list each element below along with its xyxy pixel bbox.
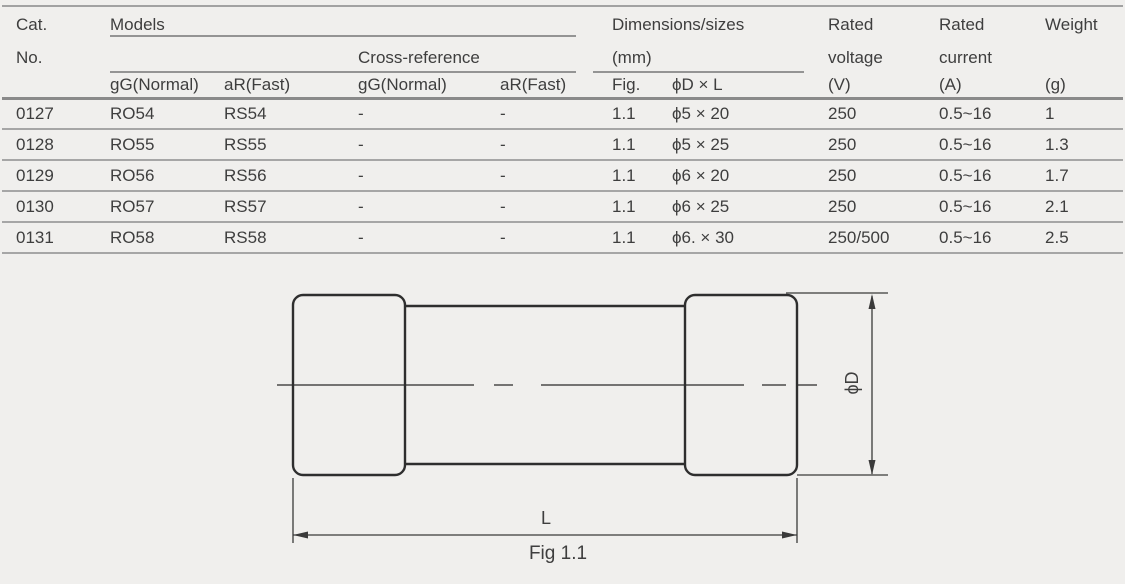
cell-xref-ar: - <box>500 129 612 161</box>
cell-dimensions: ϕ6 × 25 <box>672 191 829 223</box>
subheader-models-ar: aR(Fast) <box>224 72 358 100</box>
cell-xref-ar: - <box>500 160 612 192</box>
cell-fig: 1.1 <box>612 222 672 254</box>
cell-dimensions: ϕ6. × 30 <box>672 222 829 254</box>
cell-cat-no: 0128 <box>2 129 110 161</box>
cell-weight: 1.3 <box>1045 129 1124 161</box>
cell-voltage: 250 <box>828 160 940 192</box>
header-rated-voltage-2: voltage <box>828 48 883 67</box>
cell-fig: 1.1 <box>612 129 672 161</box>
header-dimensions-unit: (mm) <box>592 39 828 73</box>
cell-xref-ar: - <box>500 98 612 130</box>
subheader-fig: Fig. <box>612 72 672 100</box>
cell-model-gg: RO55 <box>110 129 224 161</box>
subheader-voltage-unit: (V) <box>828 72 940 100</box>
header-cat: Cat. <box>16 15 48 34</box>
header-row-2: No. Cross-reference (mm) voltage current <box>2 39 1123 73</box>
header-models-group: Models <box>110 6 612 39</box>
cell-voltage: 250/500 <box>828 222 940 254</box>
cell-model-gg: RO56 <box>110 160 224 192</box>
header-rated-voltage: Rated <box>828 15 874 34</box>
cell-model-ar: RS58 <box>224 222 358 254</box>
length-arrow-left <box>293 531 308 539</box>
cell-model-gg: RO54 <box>110 98 224 130</box>
subheader-xref-ar: aR(Fast) <box>500 72 612 100</box>
diameter-extension-lines <box>786 292 888 476</box>
table-body: 0127 RO54 RS54 - - 1.1 ϕ5 × 20 250 0.5~1… <box>2 98 1124 254</box>
fuse-right-cap <box>683 293 799 477</box>
cell-current: 0.5~16 <box>939 129 1046 161</box>
cell-model-ar: RS57 <box>224 191 358 223</box>
table-header: Cat. Models Dimensions/sizes Rated Rated… <box>2 6 1124 100</box>
cell-weight: 1 <box>1045 98 1124 130</box>
subheader-weight-unit: (g) <box>1045 72 1124 100</box>
cell-xref-gg: - <box>358 129 500 161</box>
cell-xref-ar: - <box>500 222 612 254</box>
cell-model-gg: RO58 <box>110 222 224 254</box>
subheader-xref-gg: gG(Normal) <box>358 72 500 100</box>
header-models-spacer <box>110 39 358 73</box>
cell-fig: 1.1 <box>612 160 672 192</box>
table-row: 0129 RO56 RS56 - - 1.1 ϕ6 × 20 250 0.5~1… <box>2 160 1124 192</box>
cell-dimensions: ϕ6 × 20 <box>672 160 829 192</box>
diameter-arrow-up <box>868 294 876 309</box>
table-row: 0130 RO57 RS57 - - 1.1 ϕ6 × 25 250 0.5~1… <box>2 191 1124 223</box>
cell-cat-no: 0129 <box>2 160 110 192</box>
header-cat-spacer <box>2 72 110 100</box>
table-row: 0131 RO58 RS58 - - 1.1 ϕ6. × 30 250/500 … <box>2 222 1124 254</box>
length-label: L <box>541 508 551 528</box>
cell-fig: 1.1 <box>612 191 672 223</box>
cell-model-ar: RS56 <box>224 160 358 192</box>
cell-voltage: 250 <box>828 98 940 130</box>
figure-caption: Fig 1.1 <box>529 543 587 564</box>
cell-weight: 1.7 <box>1045 160 1124 192</box>
fuse-spec-table: Cat. Models Dimensions/sizes Rated Rated… <box>2 5 1124 254</box>
diameter-arrow-down <box>868 460 876 475</box>
length-arrow-right <box>782 531 797 539</box>
header-weight-spacer <box>1045 39 1123 72</box>
cell-voltage: 250 <box>828 191 940 223</box>
cell-weight: 2.5 <box>1045 222 1124 254</box>
table-row: 0127 RO54 RS54 - - 1.1 ϕ5 × 20 250 0.5~1… <box>2 98 1124 130</box>
cell-current: 0.5~16 <box>939 98 1046 130</box>
cell-xref-gg: - <box>358 191 500 223</box>
header-no: No. <box>16 48 43 67</box>
fuse-technical-drawing: ϕD L Fig 1.1 <box>277 292 888 564</box>
cell-cat-no: 0130 <box>2 191 110 223</box>
cell-dimensions: ϕ5 × 25 <box>672 129 829 161</box>
cell-cat-no: 0127 <box>2 98 110 130</box>
subheader-current-unit: (A) <box>939 72 1046 100</box>
cell-model-gg: RO57 <box>110 191 224 223</box>
cell-fig: 1.1 <box>612 98 672 130</box>
cell-current: 0.5~16 <box>939 160 1046 192</box>
cell-xref-ar: - <box>500 191 612 223</box>
subheader-models-gg: gG(Normal) <box>110 72 224 100</box>
cell-current: 0.5~16 <box>939 222 1046 254</box>
length-extension-lines <box>292 478 798 543</box>
cell-xref-gg: - <box>358 222 500 254</box>
cell-xref-gg: - <box>358 98 500 130</box>
cell-xref-gg: - <box>358 160 500 192</box>
cell-cat-no: 0131 <box>2 222 110 254</box>
header-dimensions-group: Dimensions/sizes <box>612 15 745 34</box>
cell-voltage: 250 <box>828 129 940 161</box>
header-row-3: gG(Normal) aR(Fast) gG(Normal) aR(Fast) … <box>2 72 1124 100</box>
subheader-dxl: ϕD × L <box>672 72 829 100</box>
header-rated-current-2: current <box>939 48 992 67</box>
cell-model-ar: RS54 <box>224 98 358 130</box>
header-row-1: Cat. Models Dimensions/sizes Rated Rated… <box>2 6 1123 39</box>
diameter-label: ϕD <box>842 371 862 394</box>
cell-weight: 2.1 <box>1045 191 1124 223</box>
header-cross-reference: Cross-reference <box>358 39 612 73</box>
fuse-left-cap <box>291 293 407 477</box>
header-weight: Weight <box>1045 15 1098 34</box>
cell-dimensions: ϕ5 × 20 <box>672 98 829 130</box>
cell-model-ar: RS55 <box>224 129 358 161</box>
header-rated-current: Rated <box>939 15 985 34</box>
cell-current: 0.5~16 <box>939 191 1046 223</box>
datasheet-page: { "colors": { "background": "#f0efed", "… <box>0 5 1125 584</box>
table-row: 0128 RO55 RS55 - - 1.1 ϕ5 × 25 250 0.5~1… <box>2 129 1124 161</box>
